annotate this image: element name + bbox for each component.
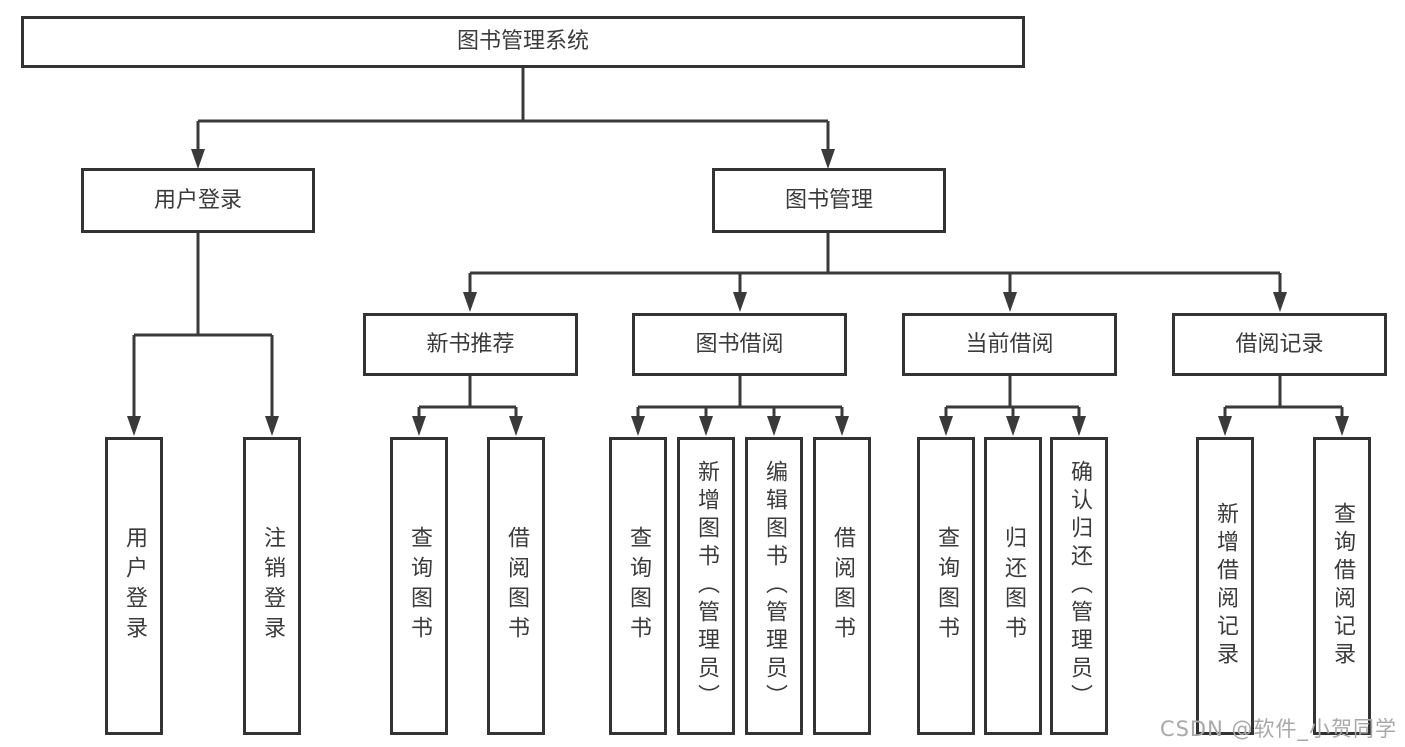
node-new-book-recommend: 新书推荐 xyxy=(363,313,578,376)
leaf-add-borrow-record-label: 新增借阅记录 xyxy=(1213,502,1238,670)
leaf-edit-book-admin-label: 编辑图书（管理员） xyxy=(762,460,787,712)
leaf-add-borrow-record: 新增借阅记录 xyxy=(1196,437,1254,735)
leaf-logout: 注销登录 xyxy=(243,437,301,735)
node-borrowing-records-label: 借阅记录 xyxy=(1235,331,1324,357)
leaf-return-book-label: 归还图书 xyxy=(1001,526,1026,646)
node-root: 图书管理系统 xyxy=(21,16,1025,68)
node-new-book-recommend-label: 新书推荐 xyxy=(426,331,515,357)
leaf-logout-label: 注销登录 xyxy=(260,526,285,646)
node-book-management: 图书管理 xyxy=(712,168,946,233)
leaf-confirm-return-admin: 确认归还（管理员） xyxy=(1050,437,1108,735)
leaf-add-book-admin: 新增图书（管理员） xyxy=(677,437,735,735)
leaf-borrow-books-recommend: 借阅图书 xyxy=(487,437,545,735)
node-book-management-label: 图书管理 xyxy=(784,187,873,213)
leaf-query-borrow-record: 查询借阅记录 xyxy=(1313,437,1371,735)
leaf-user-login-label: 用户登录 xyxy=(122,526,147,646)
leaf-query-borrow-record-label: 查询借阅记录 xyxy=(1330,502,1355,670)
node-book-borrowing: 图书借阅 xyxy=(632,313,847,376)
leaf-query-books-current-label: 查询图书 xyxy=(934,526,959,646)
node-current-borrowing: 当前借阅 xyxy=(902,313,1117,376)
node-user-login: 用户登录 xyxy=(81,168,315,233)
node-borrowing-records: 借阅记录 xyxy=(1172,313,1387,376)
leaf-query-books-current: 查询图书 xyxy=(917,437,975,735)
leaf-return-book: 归还图书 xyxy=(984,437,1042,735)
node-book-borrowing-label: 图书借阅 xyxy=(695,331,784,357)
leaf-user-login: 用户登录 xyxy=(105,437,163,735)
node-root-label: 图书管理系统 xyxy=(456,29,589,54)
leaf-query-books-recommend: 查询图书 xyxy=(390,437,448,735)
node-user-login-label: 用户登录 xyxy=(153,187,242,213)
leaf-confirm-return-admin-label: 确认归还（管理员） xyxy=(1067,460,1092,712)
leaf-query-books-borrowing: 查询图书 xyxy=(609,437,667,735)
leaf-edit-book-admin: 编辑图书（管理员） xyxy=(745,437,803,735)
leaf-borrow-books-borrowing-label: 借阅图书 xyxy=(830,526,855,646)
leaf-query-books-recommend-label: 查询图书 xyxy=(407,526,432,646)
leaf-query-books-borrowing-label: 查询图书 xyxy=(626,526,651,646)
watermark: CSDN @软件_小贺同学 xyxy=(1159,717,1397,741)
leaf-borrow-books-borrowing: 借阅图书 xyxy=(813,437,871,735)
leaf-add-book-admin-label: 新增图书（管理员） xyxy=(694,460,719,712)
node-current-borrowing-label: 当前借阅 xyxy=(965,331,1054,357)
leaf-borrow-books-recommend-label: 借阅图书 xyxy=(504,526,529,646)
